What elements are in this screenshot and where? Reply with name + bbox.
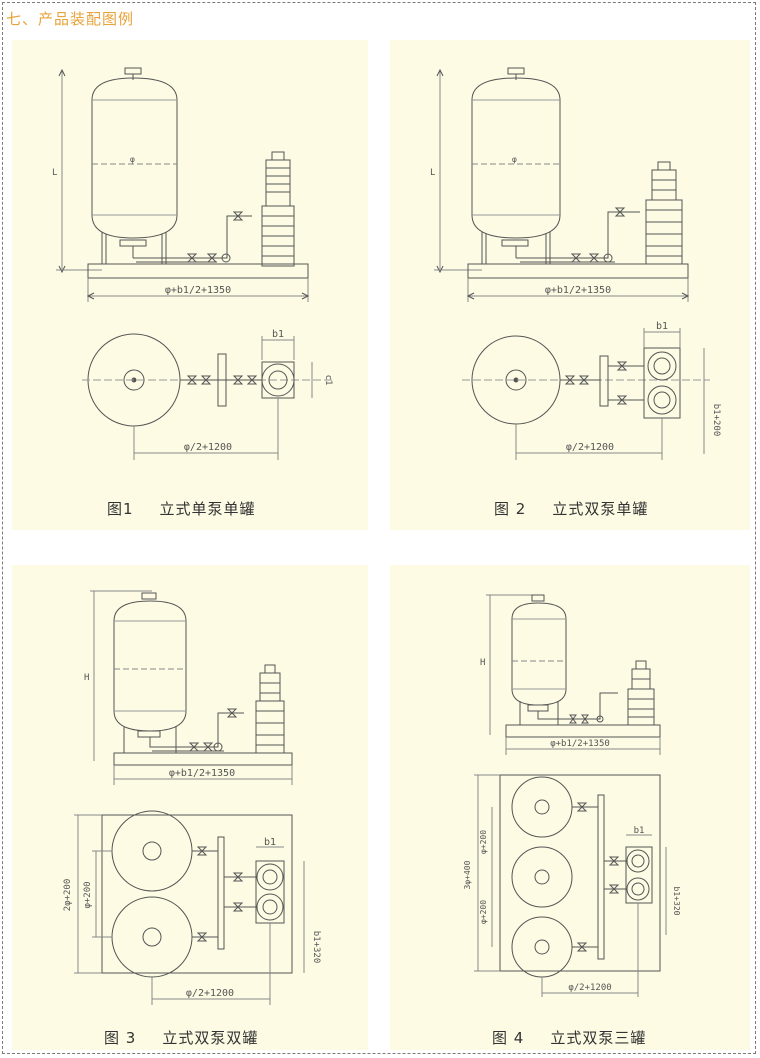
figure-4-title: 立式双泵三罐	[550, 1029, 647, 1047]
figure-4-dim-base: φ+b1/2+1350	[550, 739, 610, 749]
figure-2-dim-base: φ+b1/2+1350	[545, 285, 611, 296]
figure-2-drawing: L φ φ+b1/2+1350	[430, 67, 721, 460]
figure-4-dim-left: 3φ+400	[463, 860, 472, 889]
figure-3-label: 图 3	[104, 1029, 137, 1047]
figure-2-label: 图 2	[494, 500, 527, 518]
figure-4-drawing: H φ+b1/2+1350	[463, 594, 681, 997]
figure-4-dim-side: b1+320	[672, 887, 681, 916]
figure-3-dim-plan: φ/2+1200	[186, 988, 234, 999]
svg-text:L: L	[430, 168, 435, 178]
figure-1-dim-plan: φ/2+1200	[184, 442, 232, 453]
figure-4-dim-gap1: φ+200	[479, 830, 488, 854]
svg-text:H: H	[84, 673, 89, 683]
figure-3-dim-side: b1+320	[311, 931, 321, 964]
figure-1-panel: L φ	[12, 40, 368, 530]
figure-1-dim-pump: b1	[272, 329, 284, 340]
figure-3-dim-pump: b1	[264, 837, 276, 848]
figure-2-dim-side: b1+200	[711, 404, 721, 437]
figure-1-title: 立式单泵单罐	[159, 500, 256, 518]
figure-3-panel: H φ+b1/2+1350	[12, 565, 368, 1050]
figure-2-dim-pump: b1	[656, 321, 668, 332]
figure-4-label: 图 4	[492, 1029, 525, 1047]
figure-4-dim-pump: b1	[634, 826, 645, 836]
figure-4-dim-plan: φ/2+1200	[568, 983, 611, 993]
section-heading: 七、产品装配图例	[6, 10, 135, 28]
figure-3-drawing: H φ+b1/2+1350	[63, 590, 321, 1005]
figure-3-dim-base: φ+b1/2+1350	[169, 768, 235, 779]
figure-4-caption: 图 4 立式双泵三罐	[492, 1027, 646, 1048]
figure-4-panel: H φ+b1/2+1350	[390, 565, 750, 1050]
figure-3-caption: 图 3 立式双泵双罐	[104, 1027, 258, 1048]
svg-text:H: H	[480, 658, 485, 668]
figure-1-dim-base: φ+b1/2+1350	[165, 285, 231, 296]
figure-2-caption: 图 2 立式双泵单罐	[494, 498, 648, 519]
figure-2-title: 立式双泵单罐	[552, 500, 649, 518]
figure-3-dim-left: 2φ+200	[63, 879, 73, 912]
figure-1-caption: 图1 立式单泵单罐	[107, 498, 256, 519]
svg-text:L: L	[52, 168, 57, 178]
figure-3-title: 立式双泵双罐	[162, 1029, 259, 1047]
figure-4-dim-gap2: φ+200	[479, 900, 488, 924]
figure-1-dim-side: c1	[323, 375, 333, 386]
svg-text:φ: φ	[512, 155, 517, 164]
figure-2-panel: L φ φ+b1/2+1350	[390, 40, 750, 530]
figure-3-dim-inner: φ+200	[83, 881, 93, 908]
figure-1-label: 图1	[107, 500, 134, 518]
figure-2-dim-plan: φ/2+1200	[566, 442, 614, 453]
figure-1-drawing: L φ	[52, 67, 333, 460]
svg-text:φ: φ	[130, 155, 135, 164]
